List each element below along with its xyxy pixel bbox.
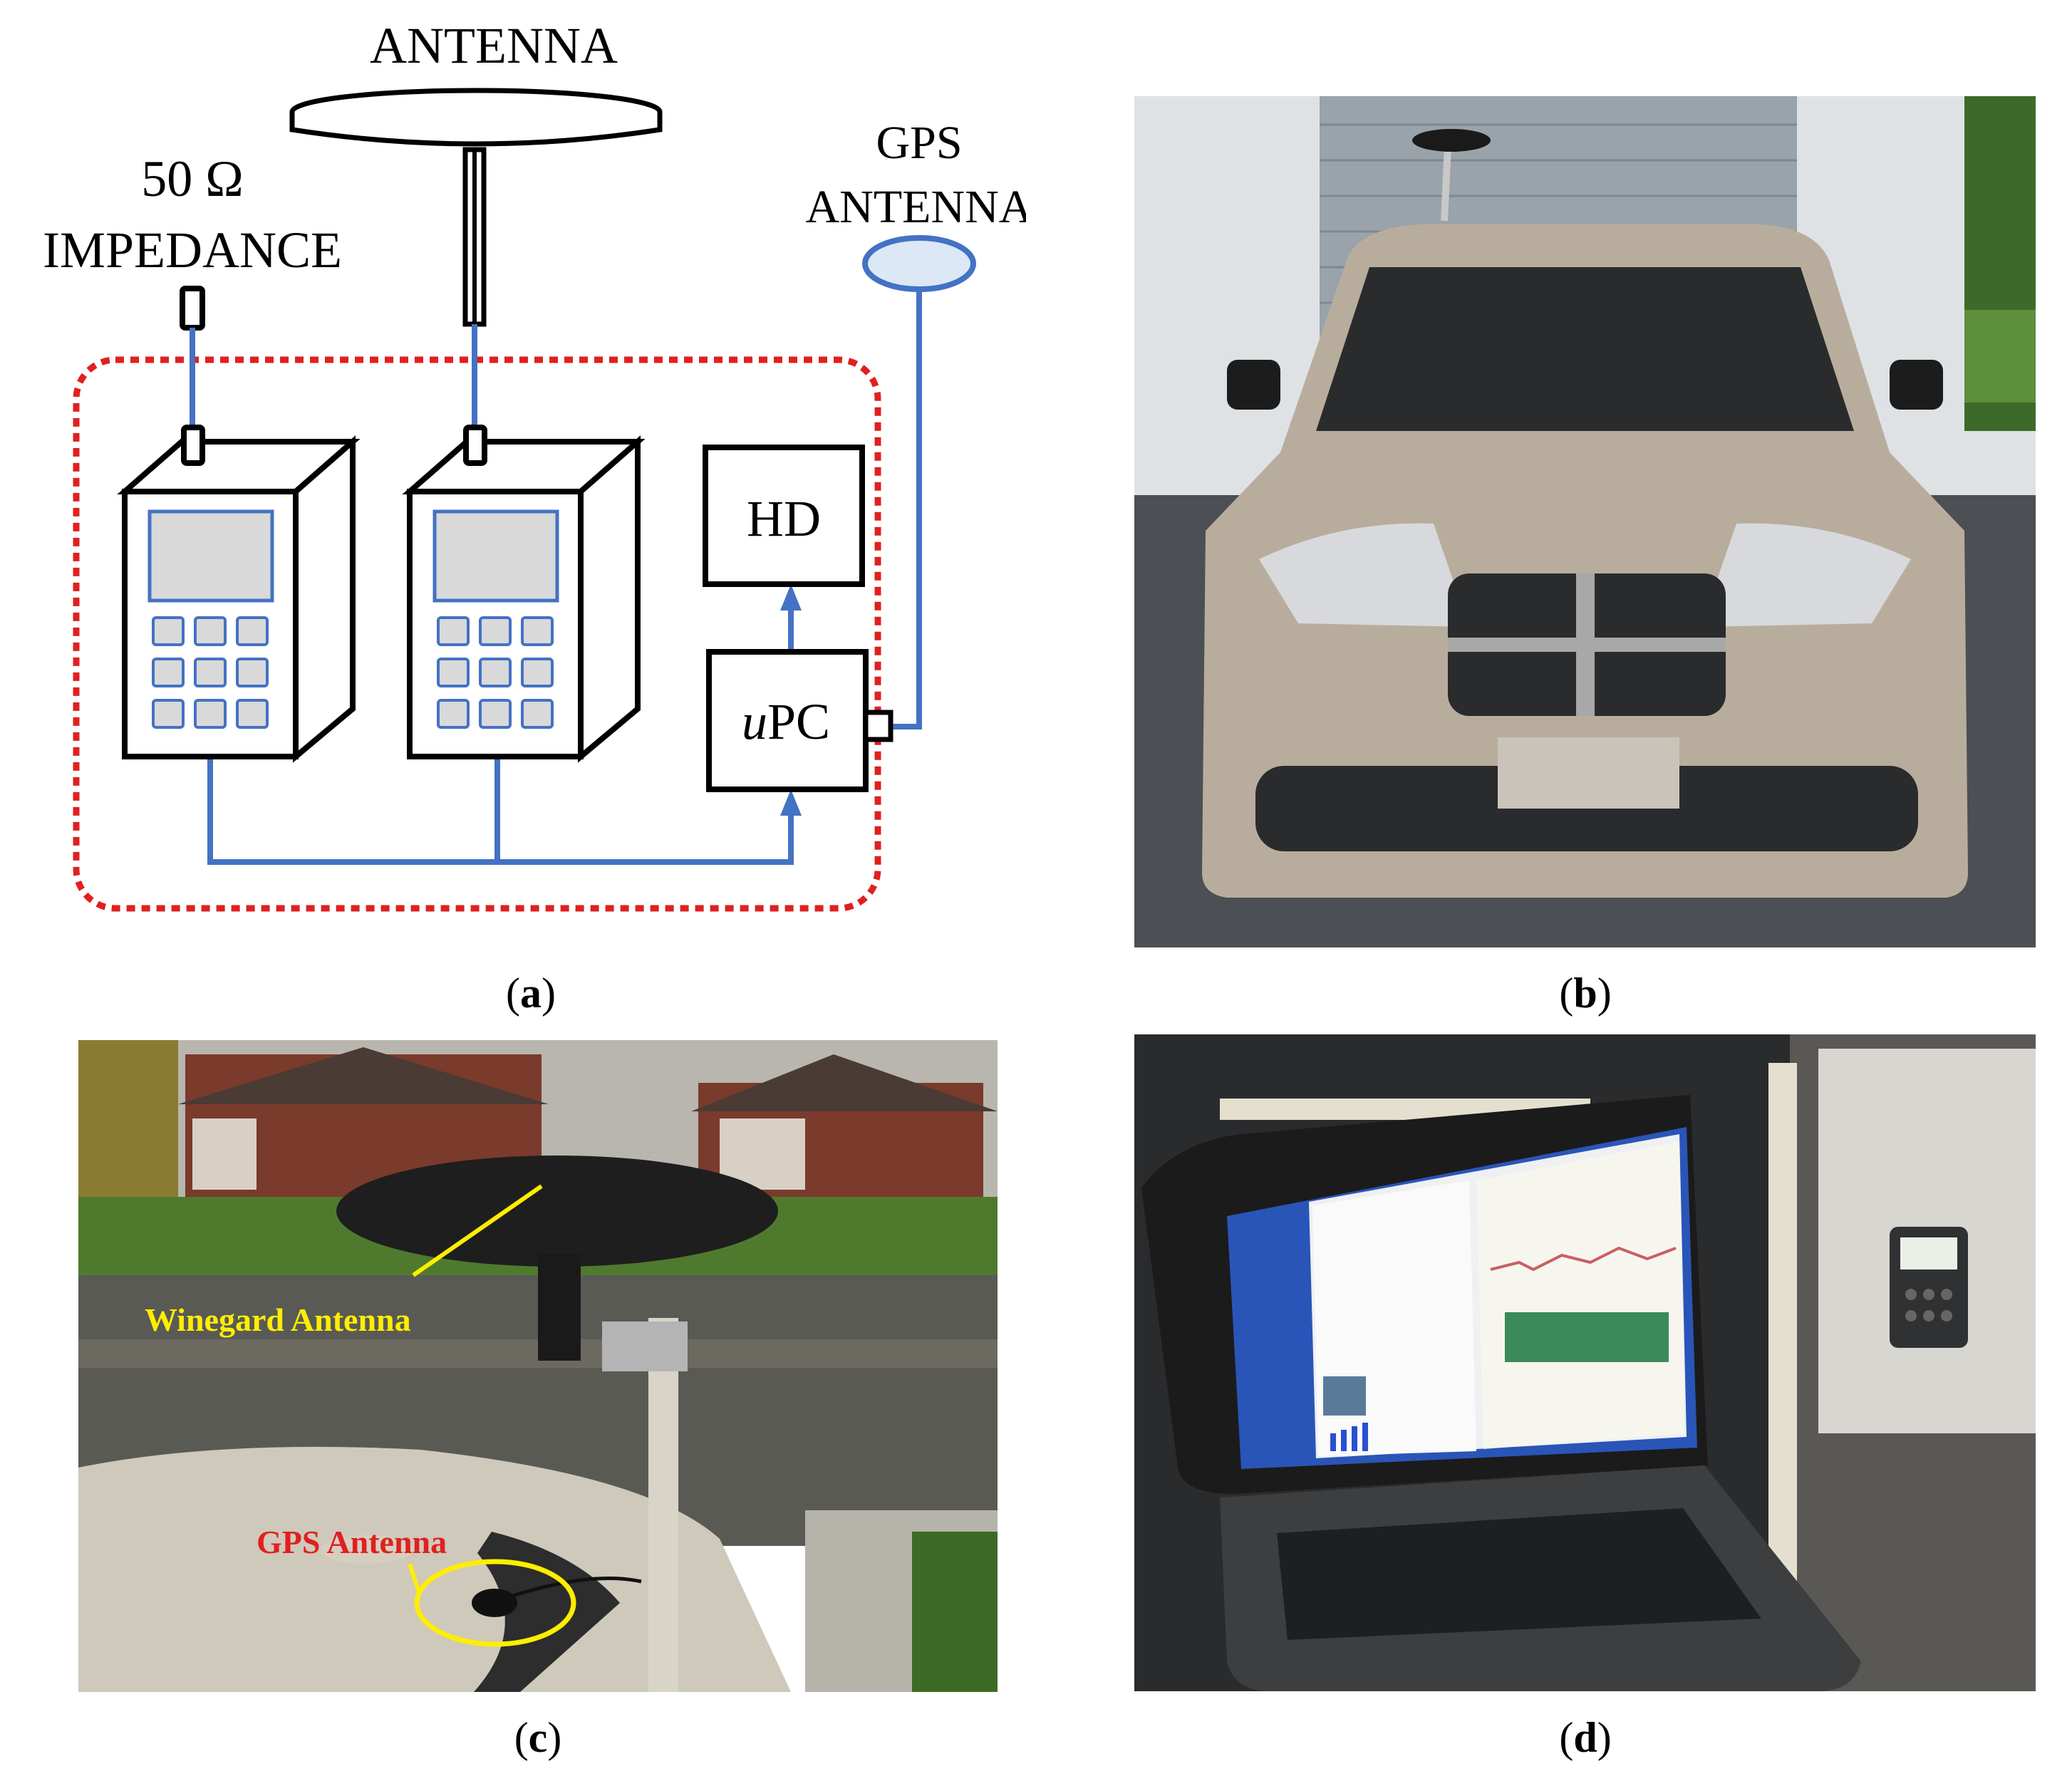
- laptop-keyboard: [1277, 1508, 1761, 1640]
- minivan: [1202, 129, 1968, 898]
- upc-label-prefix: u: [742, 693, 767, 750]
- gps-puck-icon: [472, 1589, 517, 1617]
- panel-d-laptop-photo: [1134, 1034, 2036, 1691]
- gps-antenna-label-line2: ANTENNA: [806, 181, 1026, 233]
- winegard-callout-line: [412, 1184, 543, 1277]
- caption-a: (a): [506, 970, 556, 1017]
- spectrum-analyzer-device: [1890, 1227, 1968, 1348]
- right-headlight: [1701, 523, 1911, 627]
- app-window-right: [1476, 1141, 1684, 1449]
- laptop: [1141, 1095, 1861, 1691]
- antenna-mast: [648, 1318, 678, 1692]
- gps-port: [863, 710, 893, 742]
- upc-label: uPC: [742, 693, 830, 750]
- hd-box: [703, 445, 865, 587]
- left-headlight: [1259, 523, 1469, 627]
- arrow-to-hd: [780, 584, 802, 611]
- impedance-value: 50 Ω: [141, 150, 244, 207]
- caption-c: (c): [514, 1714, 562, 1761]
- windshield: [1316, 267, 1854, 431]
- arrow-to-upc: [780, 789, 802, 816]
- antenna-label: ANTENNA: [370, 17, 618, 74]
- winegard-antenna-icon: [336, 1156, 778, 1267]
- upc-label-suffix: PC: [767, 693, 830, 750]
- panel-c-antenna-photo: Winegard Antenna GPS Antenna: [78, 1040, 998, 1692]
- gps-callout-ring: [414, 1559, 576, 1647]
- antenna-mast: [1441, 145, 1451, 222]
- receiver-1: [117, 425, 361, 763]
- caption-b: (b): [1559, 970, 1612, 1017]
- roof-rail: [474, 1532, 620, 1692]
- impedance-terminator-icon: [180, 286, 205, 331]
- winegard-antenna-label: Winegard Antenna: [145, 1302, 411, 1338]
- signal-wiring: [190, 289, 922, 865]
- right-mirror: [1890, 360, 1943, 410]
- license-plate-area: [1498, 737, 1679, 809]
- receiver-2: [402, 425, 646, 763]
- caption-d: (d): [1559, 1714, 1612, 1761]
- hd-label: HD: [747, 490, 821, 547]
- panel-a-diagram: ANTENNA 50 Ω IMPEDANCE GPS ANTENNA: [43, 17, 1026, 912]
- left-mirror: [1227, 360, 1280, 410]
- panel-b-van-photo: [1134, 96, 2036, 947]
- antenna-icon: [289, 88, 663, 327]
- gps-antenna-icon: [862, 235, 976, 292]
- upc-box: [706, 649, 869, 792]
- gps-antenna-label: GPS Antenna: [257, 1524, 447, 1560]
- impedance-label: IMPEDANCE: [43, 222, 342, 279]
- roof-antenna-icon: [1412, 129, 1491, 152]
- car-roof: [78, 1446, 791, 1692]
- gps-antenna-label-line1: GPS: [876, 117, 962, 169]
